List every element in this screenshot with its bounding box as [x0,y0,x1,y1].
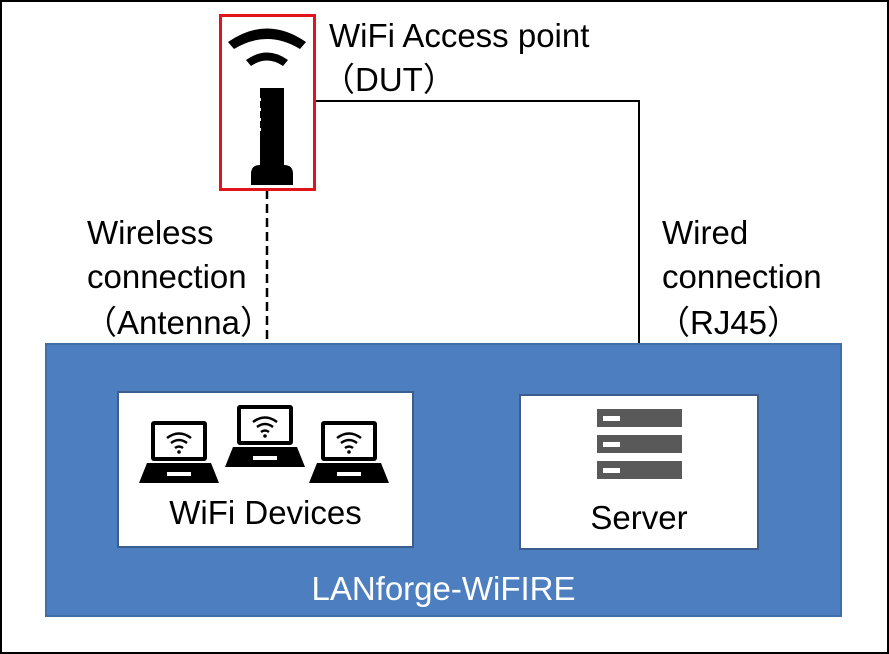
wired-label-line2: connection [662,258,822,295]
wifi-tower-icon [228,28,306,185]
access-point-subtitle: （DUT） [322,61,456,98]
wired-label-line1: Wired [662,214,749,251]
wifi-devices-panel: WiFi Devices [117,391,414,548]
lanforge-label: LANforge-WiFIRE [311,570,576,607]
server-label: Server [590,499,688,536]
wired-connection-line [313,100,640,395]
laptop-wifi-icon [309,421,389,483]
wireless-label-line3: （Antenna） [84,304,273,341]
laptop-wifi-icon [139,421,219,483]
laptops-group [139,405,389,483]
lanforge-container: WiFi Devices Server LANforge-WiFIRE [45,343,842,617]
server-unit [597,435,682,453]
server-unit [597,461,682,479]
laptop-wifi-icon [225,405,305,467]
wireless-label-line2: connection [87,258,247,295]
access-point-box [219,14,316,191]
server-panel: Server [519,394,759,550]
server-rack-icon [597,409,682,479]
wifi-devices-label: WiFi Devices [169,494,362,531]
wired-label-line3: （RJ45） [657,304,801,341]
access-point-title: WiFi Access point [329,17,590,54]
wireless-label-line1: Wireless [87,214,214,251]
server-unit [597,409,682,427]
